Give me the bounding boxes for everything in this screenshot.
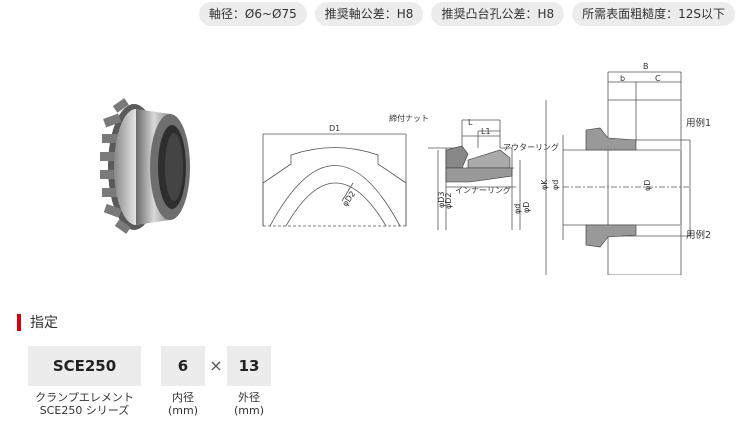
dim-d1: D1 bbox=[329, 124, 340, 133]
section-accent-bar bbox=[17, 313, 21, 331]
dim-d: φd bbox=[513, 204, 522, 214]
tag-boss-tolerance: 推奨凸台孔公差：H8 bbox=[431, 2, 565, 26]
label-inner-ring: インナーリング bbox=[455, 185, 511, 195]
dim-D4: φD bbox=[643, 180, 652, 191]
outer-label-line1: 外径 bbox=[237, 391, 260, 404]
spec-outer: 13 外径 (mm) bbox=[227, 346, 271, 417]
tag-shaft-diameter: 軸径：Ø6~Ø75 bbox=[198, 2, 307, 26]
outer-label-line2: (mm) bbox=[233, 404, 264, 417]
product-image bbox=[100, 98, 190, 234]
model-label: クランプエレメント SCE250 シリーズ bbox=[35, 391, 134, 417]
inner-label-line2: (mm) bbox=[167, 404, 198, 417]
dim-C: C bbox=[655, 74, 661, 83]
model-label-line1: クランプエレメント bbox=[35, 391, 134, 404]
dim-d3: φD3 bbox=[437, 191, 446, 208]
label-example-2: 用例2 bbox=[686, 229, 711, 241]
dim-d2b: φD2 bbox=[444, 192, 453, 209]
technical-drawing: D1 φD2 φD3 φD2 φd φD L L1 締付ナット アウターリング … bbox=[262, 62, 711, 275]
inner-label: 内径 (mm) bbox=[168, 391, 198, 417]
spec-inner: 6 内径 (mm) bbox=[161, 346, 205, 417]
outer-diameter-value[interactable]: 13 bbox=[227, 346, 271, 386]
label-example-1: 用例1 bbox=[686, 117, 711, 129]
dim-L1: L1 bbox=[481, 127, 491, 136]
section-header: 指定 bbox=[17, 312, 58, 332]
section-title: 指定 bbox=[30, 315, 58, 331]
label-lock-nut: 締付ナット bbox=[389, 113, 429, 123]
model-value[interactable]: SCE250 bbox=[28, 346, 141, 386]
label-outer-ring: アウターリング bbox=[503, 142, 559, 152]
tag-shaft-tolerance: 推奨軸公差：H8 bbox=[314, 2, 424, 26]
dim-L: L bbox=[468, 118, 473, 127]
model-label-line2: SCE250 シリーズ bbox=[39, 404, 130, 417]
tag-surface-roughness: 所需表面粗糙度：12S以下 bbox=[572, 2, 735, 26]
dim-b: b bbox=[620, 74, 625, 83]
outer-label: 外径 (mm) bbox=[234, 391, 264, 417]
spec-selector: SCE250 クランプエレメント SCE250 シリーズ 6 内径 (mm) ×… bbox=[28, 346, 271, 417]
dim-d2: φd bbox=[551, 180, 560, 190]
spec-tags: 軸径：Ø6~Ø75 推奨軸公差：H8 推奨凸台孔公差：H8 所需表面粗糙度：12… bbox=[198, 2, 735, 26]
dim-D: φD bbox=[522, 202, 531, 213]
inner-diameter-value[interactable]: 6 bbox=[161, 346, 205, 386]
times-separator: × bbox=[209, 356, 223, 375]
inner-label-line1: 内径 bbox=[171, 391, 194, 404]
dim-K: φK bbox=[540, 179, 549, 190]
spec-model: SCE250 クランプエレメント SCE250 シリーズ bbox=[28, 346, 141, 417]
dim-B: B bbox=[643, 62, 649, 71]
dim-d2: φD2 bbox=[340, 189, 357, 208]
